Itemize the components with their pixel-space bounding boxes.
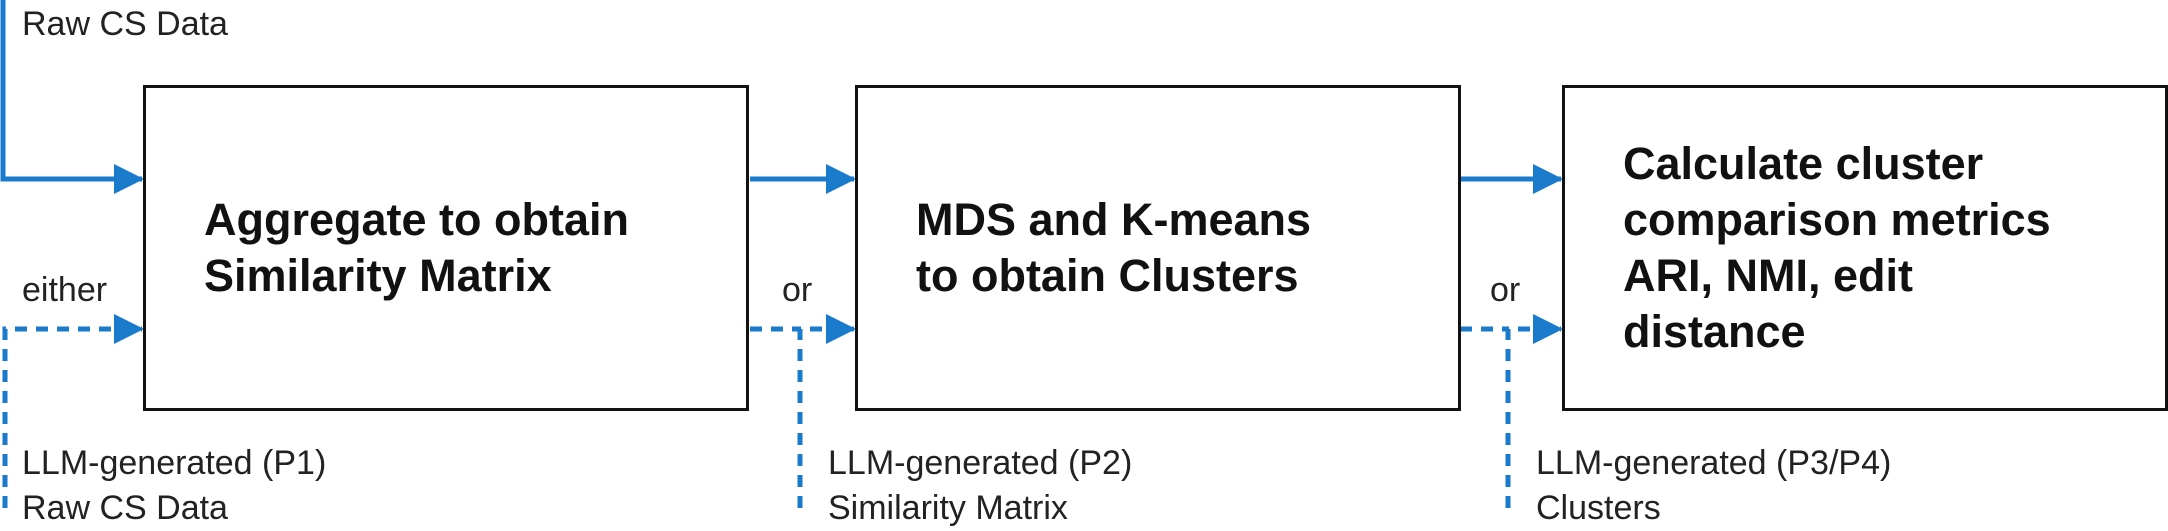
- alt-source-3-line1: LLM-generated (P3/P4): [1536, 444, 1892, 482]
- alt-source-1-line1: LLM-generated (P1): [22, 444, 327, 482]
- raw-data-arrow: [0, 0, 144, 194]
- step-box-aggregate: Aggregate to obtain Similarity Matrix: [143, 85, 749, 411]
- alt-source-3-line2: Clusters: [1536, 489, 1661, 527]
- step-box-clustering: MDS and K-means to obtain Clusters: [855, 85, 1461, 411]
- alt-source-2-line2: Similarity Matrix: [828, 489, 1068, 527]
- raw-data-label: Raw CS Data: [22, 5, 228, 43]
- alt-arrow-1: [2, 314, 144, 508]
- step-label-clustering: MDS and K-means to obtain Clusters: [916, 194, 1312, 301]
- step-label-aggregate: Aggregate to obtain Similarity Matrix: [204, 194, 629, 301]
- alt-source-1-line2: Raw CS Data: [22, 489, 228, 527]
- connector-or-1: or: [782, 271, 813, 309]
- step-label-metrics: Calculate cluster comparison metrics ARI…: [1623, 138, 2051, 357]
- connector-either: either: [22, 271, 108, 309]
- step-box-metrics: Calculate cluster comparison metrics ARI…: [1562, 85, 2168, 411]
- alt-source-2-line1: LLM-generated (P2): [828, 444, 1133, 482]
- connector-or-2: or: [1490, 271, 1521, 309]
